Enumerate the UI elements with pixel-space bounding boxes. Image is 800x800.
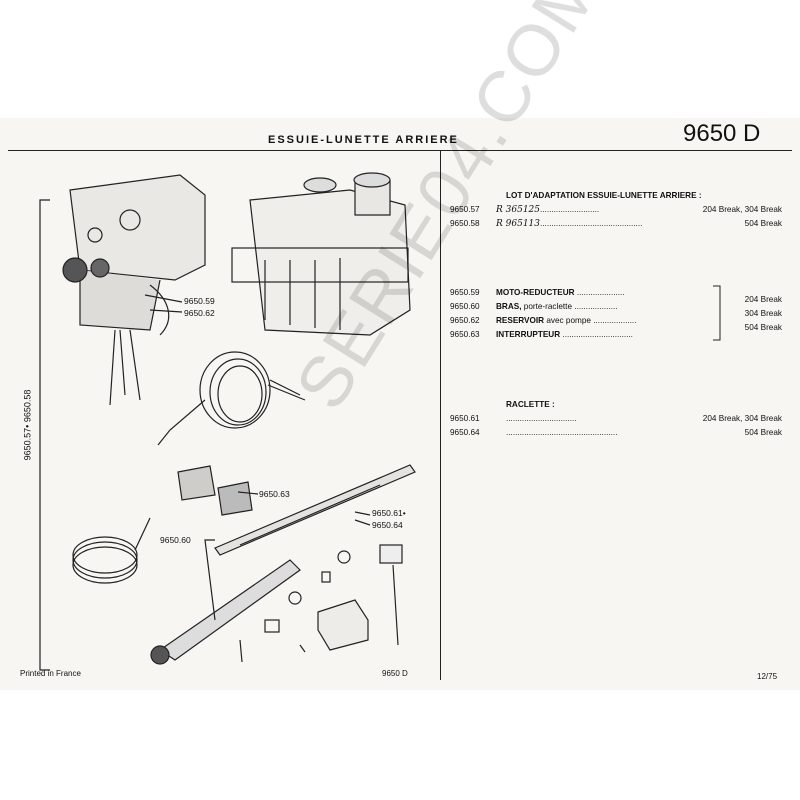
header-rule: [8, 150, 792, 151]
part-ref: 9650.60: [450, 302, 480, 311]
raclette-heading: RACLETTE :: [506, 400, 555, 409]
part-extra: porte-raclette: [523, 302, 573, 311]
leader-dots: ...................: [574, 302, 618, 311]
list-item: 9650.63 INTERRUPTEUR ....................…: [450, 330, 633, 339]
application: 204 Break, 304 Break: [702, 205, 782, 214]
printed-in: Printed in France: [20, 669, 81, 678]
part-ref: 9650.57: [450, 205, 480, 214]
page-code: 9650 D: [683, 120, 761, 147]
application: 504 Break: [744, 428, 782, 437]
part-extra: avec pompe: [546, 316, 591, 325]
leader-dots: ..........................: [540, 205, 600, 214]
list-item: 9650.59 MOTO-REDUCTEUR ..................…: [450, 288, 625, 297]
leader-dots: ........................................…: [506, 428, 618, 437]
leader-dots: ........................................…: [540, 219, 643, 228]
list-item: 9650.57 R 365125.........................…: [450, 205, 599, 215]
callout-9650-61: 9650.61•: [372, 508, 406, 518]
handwritten-note: R 965113: [496, 219, 540, 229]
leader-dots: ...............................: [562, 330, 633, 339]
footer-date: 12/75: [757, 672, 778, 681]
callout-9650-63: 9650.63: [259, 489, 290, 499]
part-ref: 9650.63: [450, 330, 480, 339]
application: 204 Break: [744, 295, 782, 304]
application: 304 Break: [744, 309, 782, 318]
part-ref: 9650.61: [450, 414, 480, 423]
part-name: BRAS,: [496, 302, 522, 311]
part-ref: 9650.59: [450, 288, 480, 297]
part-name: RESERVOIR: [496, 316, 545, 325]
column-divider: [440, 150, 441, 680]
page-title: ESSUIE-LUNETTE ARRIERE: [268, 134, 459, 146]
callout-9650-59: 9650.59: [184, 296, 215, 306]
part-ref: 9650.64: [450, 428, 480, 437]
footer-code: 9650 D: [382, 669, 408, 678]
callout-9650-60: 9650.60: [160, 535, 191, 545]
handwritten-note: R 365125: [496, 205, 540, 215]
list-item: 9650.61...............................: [450, 414, 577, 423]
list-item: 9650.60 BRAS, porte-raclette ............…: [450, 302, 618, 311]
leader-dots: ...................: [593, 316, 637, 325]
leader-dots: .....................: [576, 288, 625, 297]
parts-illustration: [39, 172, 416, 671]
callout-9650-64: 9650.64: [372, 520, 403, 530]
application: 504 Break: [744, 323, 782, 332]
list-item: 9650.62 RESERVOIR avec pompe ............…: [450, 316, 636, 325]
leader-dots: ...............................: [506, 414, 577, 423]
list-item: 9650.64.................................…: [450, 428, 617, 437]
list-item: 9650.58 R 965113.........................…: [450, 219, 642, 229]
application: 204 Break, 304 Break: [702, 414, 782, 423]
part-ref: 9650.62: [450, 316, 480, 325]
part-ref: 9650.58: [450, 219, 480, 228]
application: 504 Break: [744, 219, 782, 228]
lot-heading: LOT D'ADAPTATION ESSUIE-LUNETTE ARRIERE …: [506, 191, 702, 200]
part-name: MOTO-REDUCTEUR: [496, 288, 575, 297]
part-name: INTERRUPTEUR: [496, 330, 561, 339]
callout-9650-62: 9650.62: [184, 308, 215, 318]
